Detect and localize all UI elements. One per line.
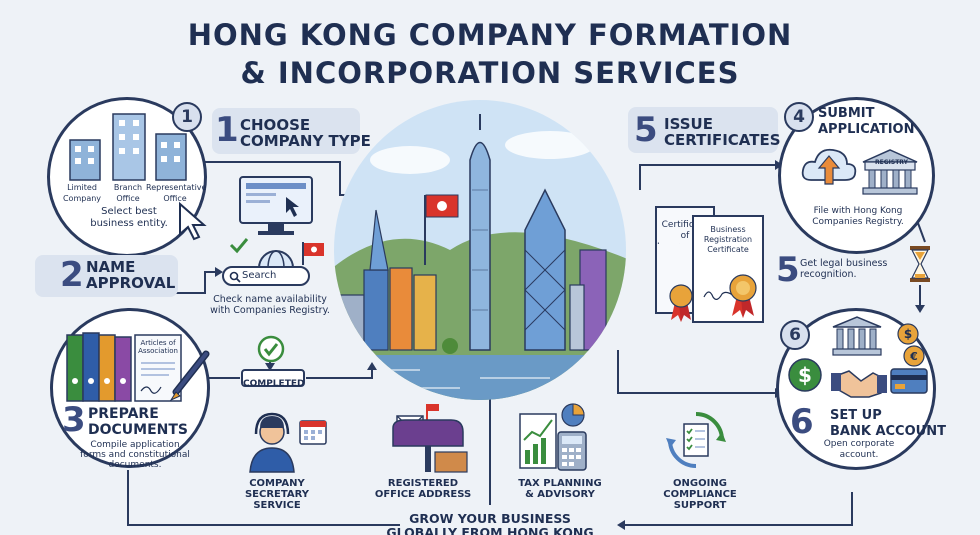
registry-sign: REGISTRY [875,159,908,166]
step3-number: 3 [62,400,86,440]
service-3-line1: TAX PLANNING [518,478,602,489]
hk-flag-icon [302,242,324,265]
award-ribbon-icon [729,274,757,318]
search-box[interactable]: Search [222,266,310,286]
step2-number: 2 [60,255,84,295]
step1-description: Select best business entity. [90,206,168,229]
footer-tagline: GROW YOUR BUSINESS GLOBALLY FROM HONG KO… [340,512,640,535]
service-4-line2: COMPLIANCE [663,489,737,500]
step3-description: Compile application forms and constituti… [80,440,190,470]
credit-card-icon [890,368,928,394]
step1-number: 1 [215,110,239,150]
signature-icon [703,291,735,300]
calculator-icon [557,431,587,471]
step1-label: CHOOSE COMPANY TYPE [240,117,371,149]
registry-building-icon [862,149,918,195]
step4-label-line1: SUBMIT [818,106,875,121]
search-icon [229,271,241,283]
service-3-line2: & ADVISORY [525,489,595,500]
service-2-line2: OFFICE ADDRESS [374,489,472,500]
step3-label-line2: DOCUMENTS [88,422,189,438]
title-line-2: & INCORPORATION SERVICES [240,56,740,90]
step4-description: File with Hong Kong Companies Registry. [812,206,904,227]
calendar-icon [299,420,327,445]
footer-line2: GLOBALLY FROM HONG KONG [386,525,594,535]
coins-icon: $ € [897,323,925,367]
step3-label-line1: PREPARE [88,406,159,422]
cloud-upload-icon [801,148,857,185]
service-1-line2: SECRETARY [244,489,310,500]
step1-banner [212,108,360,154]
service-company-secretary: COMPANY SECRETARY SERVICE [222,478,332,511]
step5-number: 5 [634,110,658,150]
step2-label-line1: NAME [86,258,136,276]
document-title: Articles of Association [138,339,178,355]
service-4-line3: SUPPORT [673,500,727,511]
type-branch-office: Branch Office [113,183,143,203]
step6-description: Open corporate account. [823,439,895,460]
step5-side-number: 5 [776,250,800,290]
step6-label-line1: SET UP [830,408,882,423]
service-1-line1: COMPANY [249,478,305,489]
step4-label-line2: APPLICATION [818,122,915,137]
step5-description: Get legal business recognition. [800,258,888,280]
type-limited-company: Limited Company [62,183,102,203]
step5-label-line1: ISSUE [664,115,713,133]
buildings-icon [69,113,187,181]
step6-badge: 6 [780,320,810,350]
step4-label: SUBMIT APPLICATION [818,106,914,138]
service-4-line1: ONGOING [673,478,727,489]
step5-label: ISSUE CERTIFICATES [664,116,781,148]
binders-icon [66,332,132,402]
checkmark-icon [229,238,249,254]
step5-label-line2: CERTIFICATES [664,131,781,149]
svg-text:$: $ [798,363,812,387]
mailbox-icon [392,404,468,473]
step6-label: SET UP BANK ACCOUNT [830,408,946,440]
dollar-coin-icon: $ [788,358,822,392]
footer-line1: GROW YOUR BUSINESS [409,512,571,526]
step2-label: NAME APPROVAL [86,259,175,291]
title-line-1: HONG KONG COMPANY FORMATION [187,18,793,52]
step6-label-line2: BANK ACCOUNT [830,424,946,439]
step2-description: Check name availability with Companies R… [210,294,330,316]
step4-badge: 4 [784,102,814,132]
certificate-back-title: Certificate of Incorporation [657,220,713,244]
hong-kong-skyline-illustration [334,100,626,400]
seal-icon [669,284,693,322]
step1-label-line1: CHOOSE [240,116,311,134]
step2-banner [35,255,178,297]
step6-number: 6 [790,402,814,442]
check-circle-icon [257,335,285,363]
headset-agent-icon [249,412,295,473]
svg-text:€: € [909,350,918,363]
pen-icon [169,350,210,402]
business-registration-certificate: Business Registration Certificate [692,215,764,323]
growth-chart-icon [519,413,557,469]
step5-banner [628,107,778,153]
service-2-line1: REGISTERED [387,478,459,489]
pie-chart-icon [561,403,585,427]
type-representative-office: Representative Office [146,183,207,203]
bank-icon [832,316,882,356]
service-ongoing-compliance: ONGOING COMPLIANCE SUPPORT [645,478,755,511]
hourglass-icon [910,246,930,282]
step3-label: PREPARE DOCUMENTS [88,406,188,438]
monitor-icon [239,176,313,235]
service-1-line3: SERVICE [253,500,301,511]
cursor-icon [179,201,207,241]
step1-label-line2: COMPANY TYPE [240,132,371,150]
certificate-front-title: Business Registration Certificate [703,225,753,254]
service-registered-office: REGISTERED OFFICE ADDRESS [368,478,478,500]
handshake-icon [831,370,887,398]
service-tax-planning: TAX PLANNING & ADVISORY [505,478,615,500]
search-text: Search [242,270,277,281]
compliance-checklist-icon [666,412,726,468]
completed-stamp: COMPLETED [241,369,305,389]
completed-text: COMPLETED [243,379,305,389]
page-title: HONG KONG COMPANY FORMATION & INCORPORAT… [0,18,980,90]
step1-badge: 1 [172,102,202,132]
svg-text:$: $ [904,327,912,341]
step2-label-line2: APPROVAL [86,274,176,292]
